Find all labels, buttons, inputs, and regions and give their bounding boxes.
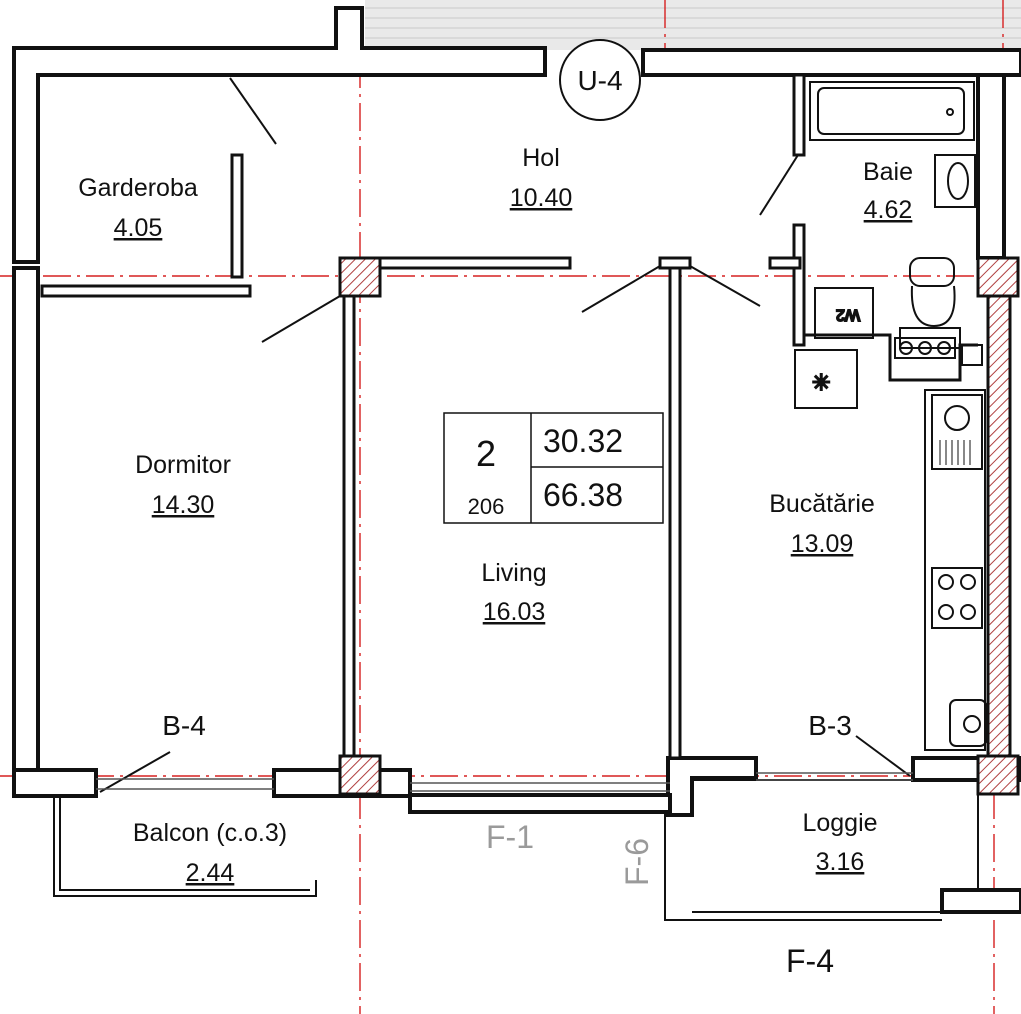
boiler: ✳ xyxy=(794,349,858,409)
toilet xyxy=(899,257,961,349)
neighbour-grid xyxy=(365,7,1021,39)
windows xyxy=(96,772,913,792)
room-area-dormitor: 14.30 xyxy=(152,491,215,519)
facade-label-f1: F-1 xyxy=(486,819,534,855)
room-area-bucatarie: 13.09 xyxy=(791,530,854,558)
room-name-dormitor: Dormitor xyxy=(135,451,231,479)
axis-marker-label: U-4 xyxy=(577,65,622,96)
room-name-loggie: Loggie xyxy=(802,809,877,837)
room-name-hol: Hol xyxy=(522,144,560,172)
room-area-hol: 10.40 xyxy=(510,184,573,212)
room-name-baie: Baie xyxy=(863,158,913,186)
room-name-bucatarie: Bucătărie xyxy=(769,490,875,518)
window-tag-left: B-4 xyxy=(162,710,206,741)
axis-marker: U-4 xyxy=(559,39,641,121)
facade-label-f6: F-6 xyxy=(619,838,655,886)
rooms-count: 2 xyxy=(476,433,496,474)
apartment-summary: 2 206 30.32 66.38 xyxy=(443,412,664,524)
room-area-living: 16.03 xyxy=(483,598,546,626)
walls xyxy=(12,6,1021,921)
room-area-loggie: 3.16 xyxy=(816,848,865,876)
meters xyxy=(894,337,983,366)
total-area-value: 66.38 xyxy=(543,477,623,513)
room-name-living: Living xyxy=(481,559,546,587)
svg-text:✳: ✳ xyxy=(812,370,830,395)
columns xyxy=(338,256,1020,796)
room-area-balcon: 2.44 xyxy=(186,859,235,887)
washer-label: W2 xyxy=(836,306,860,323)
bathtub xyxy=(809,81,975,141)
door-swings xyxy=(99,77,911,793)
washer: W2 xyxy=(814,287,874,339)
kitchen-counter xyxy=(924,389,987,751)
window-tags: B-4 B-3 xyxy=(162,710,852,741)
room-area-garderoba: 4.05 xyxy=(114,214,163,242)
window-tag-right: B-3 xyxy=(808,710,852,741)
partitions xyxy=(40,73,978,760)
facade-label-f4: F-4 xyxy=(786,943,834,979)
room-name-garderoba: Garderoba xyxy=(78,174,198,202)
living-area-value: 30.32 xyxy=(543,423,623,459)
sink xyxy=(934,154,976,208)
room-labels: Garderoba 4.05 Hol 10.40 Baie 4.62 Dormi… xyxy=(78,144,913,887)
facade-labels: F-1 F-6 F-4 xyxy=(486,819,834,979)
apartment-number: 206 xyxy=(468,494,505,519)
room-area-baie: 4.62 xyxy=(864,196,913,224)
room-name-balcon: Balcon (c.o.3) xyxy=(133,819,287,847)
